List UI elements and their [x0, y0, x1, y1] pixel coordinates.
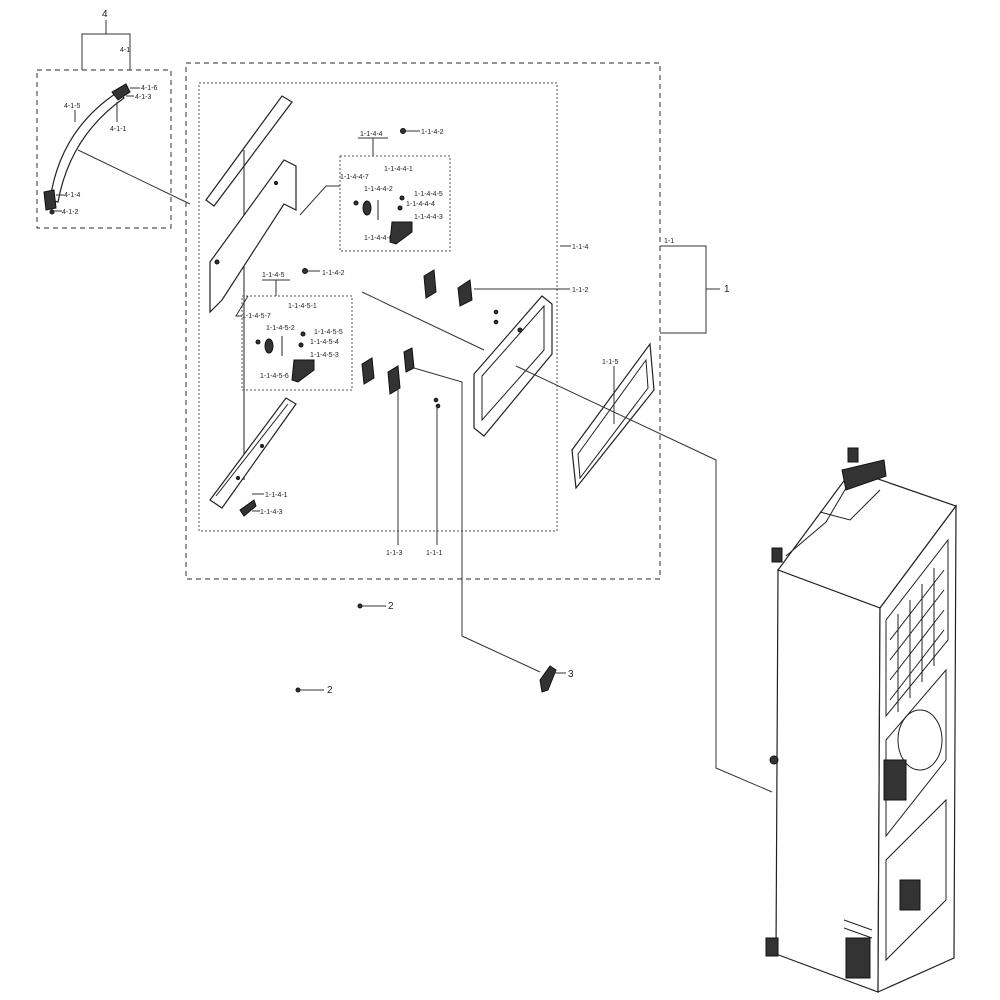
- upper-screw: [400, 128, 406, 134]
- leader-handle-to-door: [77, 149, 191, 205]
- label-1-1-4-5-1: 1-1-4-5-1: [288, 303, 317, 310]
- lower-cam: [264, 338, 274, 354]
- label-1-1-2: 1-1-2: [572, 287, 588, 294]
- lower-hinge-plate: [291, 359, 315, 383]
- label-1-1-4-5-6: 1-1-4-5-6: [260, 373, 289, 380]
- label-2b: 2: [327, 685, 333, 696]
- label-1-1-4-5-5: 1-1-4-5-5: [314, 329, 343, 336]
- label-4-1: 4-1: [120, 47, 130, 54]
- label-1-1-4-4-5: 1-1-4-4-5: [414, 191, 443, 198]
- label-1-1-4-4-1: 1-1-4-4-1: [384, 166, 413, 173]
- door-frame: [473, 295, 553, 437]
- part-3-group: 3: [413, 367, 574, 693]
- upper-hinge-group: 1-1-4-4 1-1-4-2 1-1-4-4-1 1-1-4-4-7 1-1-…: [299, 128, 451, 252]
- handle-bracket: [43, 189, 57, 211]
- upper-door-trim: [209, 159, 297, 314]
- label-1-1-4-4-2: 1-1-4-4-2: [364, 186, 393, 193]
- handle-screw: [49, 209, 55, 215]
- lower-clip: [239, 499, 257, 517]
- lower-hinge-group: 1-1-4-5 1-1-4-2 1-1-4-5-1 1-1-4-5-7 1-1-…: [235, 268, 353, 391]
- label-1-1-4-5-4: 1-1-4-5-4: [310, 339, 339, 346]
- label-1-1-4: 1-1-4: [572, 244, 588, 251]
- cabinet-side: [775, 569, 881, 993]
- label-1-1: 1-1: [664, 238, 674, 245]
- label-4-1-1: 4-1-1: [110, 126, 126, 133]
- label-1-1-4-4-7: 1-1-4-4-7: [340, 174, 369, 181]
- label-2a: 2: [388, 601, 394, 612]
- screw-2b: [295, 687, 301, 693]
- box-1-1: [185, 62, 661, 580]
- hinge-bracket-a: [423, 269, 437, 299]
- label-1-1-4-3: 1-1-4-3: [260, 509, 283, 516]
- label-1-1-4-4-3: 1-1-4-4-3: [414, 214, 443, 221]
- label-4-1-2: 4-1-2: [62, 209, 78, 216]
- hinge-pin: [539, 665, 557, 693]
- label-1-1-1: 1-1-1: [426, 550, 442, 557]
- hinge-bracket-e: [387, 365, 401, 395]
- assembly-4-group: 4 4-1 4-1-6 4-1-3 4-1-5 4-1-1 4-1-4 4-1-…: [36, 9, 191, 229]
- label-1-1-4-5-7: 1-1-4-5-7: [242, 313, 271, 320]
- upper-hinge-plate: [389, 221, 413, 245]
- label-4-1-3: 4-1-3: [135, 94, 151, 101]
- lower-screw: [302, 268, 308, 274]
- label-1-1-4-2b: 1-1-4-2: [322, 270, 345, 277]
- lower-door-trim: [209, 397, 297, 509]
- bracket-1: 1-1-4 1-1 1: [560, 238, 730, 334]
- label-4-1-6: 4-1-6: [141, 85, 157, 92]
- handle-bar: [49, 91, 125, 203]
- label-1-1-4-4-6: 1-1-4-4-6: [364, 235, 393, 242]
- screw-2a: [357, 603, 363, 609]
- label-1: 1: [724, 284, 730, 295]
- hinge-bracket-d: [403, 347, 415, 373]
- cabinet-vent: [845, 937, 871, 979]
- label-4: 4: [102, 9, 108, 20]
- box-4-1: [36, 69, 172, 229]
- part-2-screws: 2 2: [295, 601, 394, 696]
- label-1-1-5: 1-1-5: [602, 359, 618, 366]
- handle-end-cap: [111, 83, 131, 101]
- label-1-1-4-4-4: 1-1-4-4-4: [406, 201, 435, 208]
- label-1-1-4-5: 1-1-4-5: [262, 272, 285, 279]
- leader-frame: [361, 291, 485, 351]
- label-1-1-4-5-3: 1-1-4-5-3: [310, 352, 339, 359]
- label-1-1-4-1: 1-1-4-1: [265, 492, 288, 499]
- hinge-bracket-b: [457, 279, 473, 307]
- label-1-1-4-4: 1-1-4-4: [360, 131, 383, 138]
- upper-cam: [362, 200, 372, 216]
- door-gasket: 1-1-5: [571, 342, 655, 490]
- hinge-bracket-c: [361, 357, 375, 385]
- label-1-1-4-5-2: 1-1-4-5-2: [266, 325, 295, 332]
- leader-door-to-fridge: [515, 365, 773, 793]
- box-1-1-4-5: [241, 295, 353, 391]
- box-1-1-4-4: [339, 155, 451, 252]
- label-1-1-4-2a: 1-1-4-2: [421, 129, 444, 136]
- box-1-1-4: [198, 82, 558, 532]
- refrigerator-cabinet: [765, 447, 957, 993]
- label-4-1-5: 4-1-5: [64, 103, 80, 110]
- label-1-1-3: 1-1-3: [386, 550, 402, 557]
- label-4-1-4: 4-1-4: [64, 192, 80, 199]
- door-top-cap: [205, 95, 293, 207]
- label-3: 3: [568, 669, 574, 680]
